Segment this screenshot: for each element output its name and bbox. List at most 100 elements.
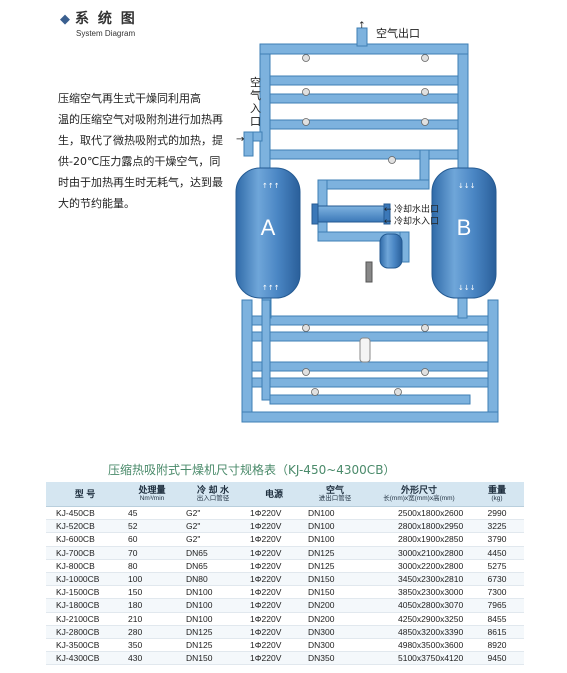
- heading-subtitle: System Diagram: [76, 29, 136, 38]
- valve-icon: [302, 88, 310, 96]
- cell-dimensions: 3850x2300x3000: [368, 585, 470, 600]
- header-air: 空气进出口管径: [302, 482, 368, 507]
- diamond-bullet-icon: ◆: [60, 12, 72, 27]
- cell-cooling-water: G2": [180, 519, 246, 534]
- cell-model: KJ-1800CB: [46, 598, 124, 613]
- valve-icon: [388, 156, 396, 164]
- cell-capacity: 180: [124, 598, 180, 613]
- cell-model: KJ-2100CB: [46, 612, 124, 626]
- cell-weight: 9450: [470, 651, 524, 666]
- cell-air: DN200: [302, 612, 368, 626]
- svg-text:↓↓↓: ↓↓↓: [458, 284, 476, 292]
- cell-cooling-water: DN125: [180, 625, 246, 639]
- cell-cooling-water: DN100: [180, 612, 246, 626]
- cell-cooling-water: G2": [180, 532, 246, 547]
- cell-power: 1Φ220V: [246, 572, 302, 587]
- header-weight: 重量(kg): [470, 482, 524, 507]
- cell-dimensions: 3450x2300x2810: [368, 572, 470, 587]
- svg-text:↑↑↑: ↑↑↑: [262, 284, 280, 292]
- intro-paragraph: 压缩空气再生式干燥同利用高 温的压缩空气对吸附剂进行加热再 生，取代了微热吸附式…: [58, 88, 223, 214]
- cooling-water-outlet-label: 冷却水出口: [394, 203, 439, 215]
- air-inlet-char: 空: [250, 75, 261, 89]
- table-title: 压缩热吸附式干燥机尺寸规格表（KJ-450~4300CB）: [108, 463, 396, 477]
- cell-capacity: 52: [124, 519, 180, 534]
- cell-air: DN125: [302, 559, 368, 573]
- air-inlet: 空 气 入 口 →: [236, 75, 261, 145]
- cell-dimensions: 4250x2900x3250: [368, 612, 470, 626]
- cell-weight: 7300: [470, 585, 524, 600]
- cell-model: KJ-600CB: [46, 532, 124, 547]
- cell-power: 1Φ220V: [246, 546, 302, 560]
- cell-model: KJ-450CB: [46, 506, 124, 521]
- cell-dimensions: 5100x3750x4120: [368, 651, 470, 666]
- cell-air: DN100: [302, 506, 368, 521]
- cell-weight: 6730: [470, 572, 524, 587]
- valve-icon: [421, 88, 429, 96]
- cell-air: DN300: [302, 625, 368, 639]
- pipe-network: [241, 27, 499, 423]
- cell-power: 1Φ220V: [246, 519, 302, 534]
- system-diagram: A B ↑↑↑ ↓↓↓ ↑↑↑ ↓↓↓: [235, 21, 499, 423]
- cell-weight: 2990: [470, 506, 524, 521]
- section-heading: ◆系 统 图 System Diagram: [60, 8, 137, 38]
- cell-capacity: 60: [124, 532, 180, 547]
- valve-icon: [421, 324, 429, 332]
- cell-capacity: 210: [124, 612, 180, 626]
- cell-model: KJ-4300CB: [46, 651, 124, 666]
- air-inlet-char: 气: [250, 88, 261, 102]
- cell-capacity: 45: [124, 506, 180, 521]
- air-outlet: ↑ 空气出口: [358, 21, 420, 40]
- right-arrow-icon: →: [236, 134, 244, 145]
- cell-capacity: 150: [124, 585, 180, 600]
- air-inlet-char: 口: [250, 115, 261, 128]
- cell-model: KJ-700CB: [46, 546, 124, 560]
- cell-weight: 4450: [470, 546, 524, 560]
- intro-line: 时由于加热再生时无耗气，达到最: [58, 176, 223, 189]
- heater: [359, 337, 371, 363]
- cell-capacity: 100: [124, 572, 180, 587]
- left-arrow-icon: ←: [384, 217, 392, 227]
- header-model: 型 号: [46, 482, 124, 507]
- cell-weight: 8615: [470, 625, 524, 639]
- cell-cooling-water: DN150: [180, 651, 246, 666]
- cell-power: 1Φ220V: [246, 559, 302, 573]
- cell-cooling-water: DN65: [180, 546, 246, 560]
- valve-icon: [421, 54, 429, 62]
- cell-dimensions: 4850x3200x3390: [368, 625, 470, 639]
- valve-icon: [311, 388, 319, 396]
- air-inlet-char: 入: [250, 102, 261, 115]
- cell-power: 1Φ220V: [246, 532, 302, 547]
- flow-arrows: ↑↑↑ ↓↓↓ ↑↑↑ ↓↓↓: [262, 182, 476, 292]
- valve-icon: [302, 118, 310, 126]
- cell-cooling-water: DN100: [180, 598, 246, 613]
- cell-capacity: 70: [124, 546, 180, 560]
- valve-icon: [302, 368, 310, 376]
- cooling-water-inlet-label: 冷却水入口: [394, 215, 439, 227]
- valve-icon: [394, 388, 402, 396]
- cell-dimensions: 3000x2100x2800: [368, 546, 470, 560]
- valves: [302, 54, 429, 396]
- cell-weight: 3225: [470, 519, 524, 534]
- valve-icon: [421, 368, 429, 376]
- cell-power: 1Φ220V: [246, 612, 302, 626]
- cell-cooling-water: DN65: [180, 559, 246, 573]
- cell-power: 1Φ220V: [246, 506, 302, 521]
- header-cooling-water: 冷 却 水出入口管径: [180, 482, 246, 507]
- cooling-water: ← 冷却水出口 ← 冷却水入口: [384, 203, 439, 227]
- cell-dimensions: 2500x1800x2600: [368, 506, 470, 521]
- cell-weight: 3790: [470, 532, 524, 547]
- heading-title: ◆系 统 图: [60, 8, 137, 28]
- separator-tank: [365, 233, 403, 283]
- cell-power: 1Φ220V: [246, 638, 302, 653]
- cell-air: DN200: [302, 598, 368, 613]
